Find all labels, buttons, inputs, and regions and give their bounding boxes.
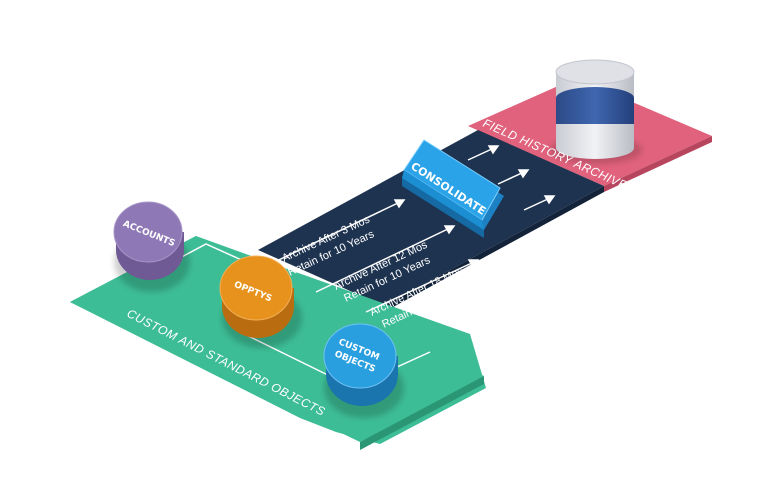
flow-band-edge bbox=[384, 186, 604, 312]
custom-objects-disk: CUSTOM OBJECTS bbox=[323, 323, 404, 418]
archive-arrows bbox=[467, 145, 556, 211]
opptys-disk: OPPTYS bbox=[219, 255, 302, 348]
accounts-disk: ACCOUNTS bbox=[113, 201, 190, 292]
consolidate-box: CONSOLIDATE bbox=[402, 139, 504, 238]
source-band-edge bbox=[360, 376, 484, 450]
archive-band-edge bbox=[604, 136, 712, 192]
flow-band bbox=[258, 130, 604, 306]
database-icon bbox=[550, 59, 642, 164]
